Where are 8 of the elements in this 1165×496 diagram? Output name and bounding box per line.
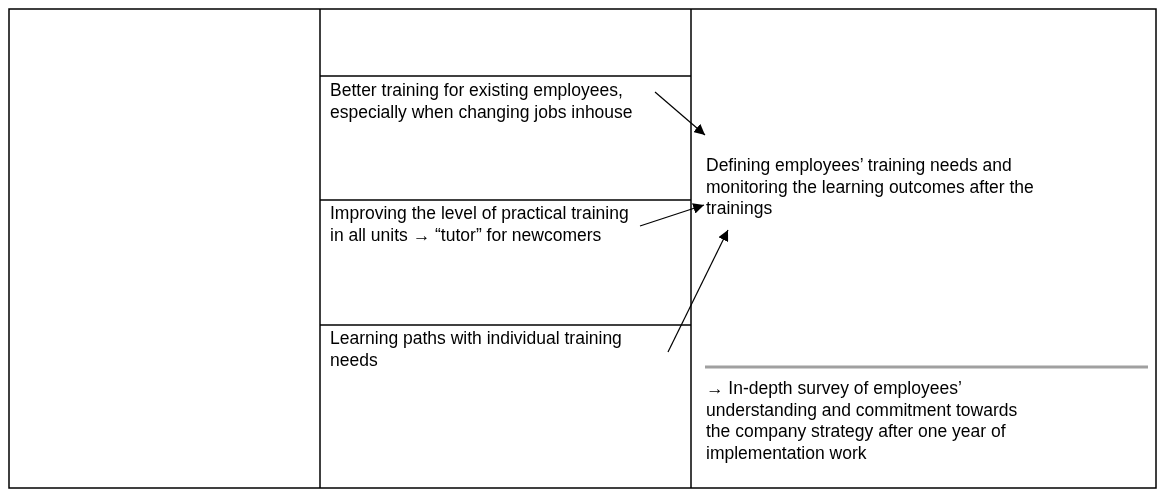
arrow bbox=[639, 203, 705, 227]
cell-text: Learning paths with individual training needs bbox=[330, 328, 668, 371]
cell-text: Improving the level of practical training in all units → “tutor” for newcomers bbox=[330, 203, 640, 246]
cell-text: Defining employees’ training needs and monitoring the learning outcomes after the trainings bbox=[706, 155, 1056, 220]
cell-text: → In-depth survey of employees’ understanding and commitment towards the company strategy after one year of implementation work bbox=[706, 378, 1036, 464]
arrow bbox=[654, 91, 706, 136]
cell-text: Better training for existing employees, especially when changing jobs inhouse bbox=[330, 80, 655, 123]
arrow bbox=[667, 229, 729, 353]
